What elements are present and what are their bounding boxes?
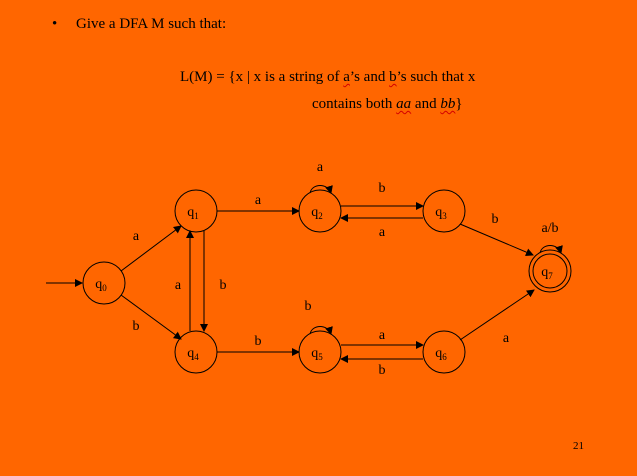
transition-label-q5-q5: b — [305, 299, 312, 314]
bullet-icon: • — [52, 16, 58, 32]
state-circle — [422, 330, 466, 374]
state-q4: q4 — [174, 330, 218, 374]
state-q0: q0 — [82, 261, 126, 305]
state-circle — [174, 189, 218, 233]
accepting-ring — [532, 253, 568, 289]
transition-label-q2-q3: b — [379, 181, 386, 196]
language-definition-line1: L(M) = {x | x is a string of a’s and b’s… — [180, 69, 475, 86]
transition-label-q7-q7: a/b — [541, 221, 558, 236]
state-circle — [298, 189, 342, 233]
lang-text: L(M) = {x | x is a string of — [180, 69, 344, 85]
transition-label-q0-q1: a — [133, 229, 140, 244]
lang-substring-aa: aa — [396, 96, 412, 112]
transition-q3-q7 — [459, 223, 534, 256]
transition-label-q4-q5: b — [255, 334, 262, 349]
state-q5: q5 — [298, 330, 342, 374]
transition-label-q4-q1: a — [175, 278, 182, 293]
state-label: q1 — [187, 205, 199, 221]
state-q3: q3 — [422, 189, 466, 233]
transition-q0-q1 — [120, 225, 182, 272]
states-layer: q0 q1 q2 q3 q4 q5 q6 q7 — [82, 189, 572, 374]
state-q6: q6 — [422, 330, 466, 374]
self-loop-q7 — [539, 245, 563, 254]
state-circle — [298, 330, 342, 374]
transition-label-q1-q4: b — [220, 278, 227, 293]
transitions-layer — [46, 185, 563, 363]
lang-symbol-a: a — [343, 69, 350, 85]
transition-label-q2-q2: a — [317, 160, 324, 175]
lang-text: ’s and — [349, 69, 390, 85]
lang-text: and — [411, 96, 441, 112]
transition-label-q6-q7: a — [503, 331, 510, 346]
state-q2: q2 — [298, 189, 342, 233]
transition-q6-q7 — [459, 289, 535, 341]
lang-substring-bb: bb — [440, 96, 456, 112]
state-label: q3 — [435, 205, 447, 221]
slide-number: 21 — [573, 440, 584, 452]
transition-q0-q4 — [120, 294, 182, 340]
state-circle — [422, 189, 466, 233]
language-definition-line2: contains both aa and bb} — [312, 96, 463, 113]
transition-label-q0-q4: b — [133, 319, 140, 334]
self-loop-q5 — [309, 326, 333, 335]
self-loop-q2 — [309, 185, 333, 194]
task-statement: • Give a DFA M such that: — [52, 16, 226, 33]
state-circle — [528, 249, 572, 293]
state-circle — [82, 261, 126, 305]
transition-label-q1-q2: a — [255, 193, 262, 208]
task-text: Give a DFA M such that: — [76, 16, 227, 32]
state-label: q5 — [311, 346, 323, 362]
state-label: q2 — [311, 205, 323, 221]
transition-label-q3-q2: a — [379, 225, 386, 240]
lang-symbol-b: b — [389, 69, 397, 85]
state-label: q7 — [541, 265, 553, 281]
transition-label-q6-q5: b — [379, 363, 386, 378]
lang-text: ’s such that x — [396, 69, 476, 85]
lang-text: } — [455, 96, 463, 112]
transition-label-q3-q7: b — [492, 212, 499, 227]
state-q1: q1 — [174, 189, 218, 233]
lang-text: contains both — [312, 96, 397, 112]
state-circle — [174, 330, 218, 374]
transition-label-q5-q6: a — [379, 328, 386, 343]
state-label: q4 — [187, 346, 199, 362]
state-label: q6 — [435, 346, 447, 362]
state-q7: q7 — [528, 249, 572, 293]
state-label: q0 — [95, 277, 107, 293]
transition-labels-layer: a b a b a b a b a b b a b a a/b — [133, 160, 559, 378]
